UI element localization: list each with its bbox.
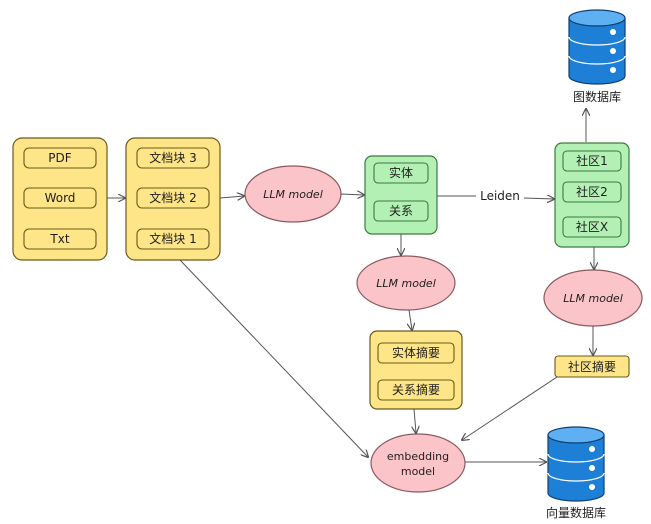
- source-pdf[interactable]: PDF: [23, 147, 97, 169]
- arrow-llm2-to-summaries: [409, 309, 412, 330]
- graph-database-icon[interactable]: [568, 9, 626, 85]
- arrow-summaries-to-embedding: [414, 408, 416, 433]
- vector-database-label: 向量数据库: [546, 505, 606, 520]
- llm-model-2[interactable]: LLM model: [356, 255, 456, 311]
- arrow-chunk1-to-embedding: [179, 259, 368, 457]
- graph-database-label: 图数据库: [573, 89, 621, 104]
- community-x-label: 社区X: [576, 219, 608, 234]
- llm-model-1[interactable]: LLM model: [244, 165, 342, 223]
- source-txt-label: Txt: [49, 232, 69, 246]
- llm-model-1-label: LLM model: [263, 188, 323, 201]
- extract-group: 实体 关系: [364, 155, 438, 235]
- community-1-label: 社区1: [576, 153, 608, 168]
- entity-summary-label: 实体摘要: [392, 345, 440, 360]
- llm-model-3-label: LLM model: [563, 292, 623, 305]
- chunk-2[interactable]: 文档块 2: [136, 187, 210, 209]
- llm-model-3[interactable]: LLM model: [543, 269, 643, 327]
- leiden-label: Leiden: [480, 189, 520, 203]
- entity-box[interactable]: 实体: [373, 162, 429, 184]
- community-summary-label: 社区摘要: [568, 359, 616, 374]
- arrow-chunks-to-llm1: [219, 196, 244, 198]
- connectors: [107, 109, 594, 462]
- vector-database-icon[interactable]: [547, 426, 605, 502]
- arrow-llm1-to-extract: [340, 194, 364, 195]
- chunk-3[interactable]: 文档块 3: [136, 147, 210, 169]
- llm-model-2-label: LLM model: [376, 277, 436, 290]
- community-summary-box[interactable]: 社区摘要: [554, 355, 630, 378]
- chunk-3-label: 文档块 3: [149, 150, 196, 165]
- relation-summary-box[interactable]: 关系摘要: [377, 379, 455, 401]
- community-1[interactable]: 社区1: [562, 150, 622, 172]
- community-x[interactable]: 社区X: [562, 216, 622, 238]
- community-2[interactable]: 社区2: [562, 181, 622, 203]
- entity-summary-box[interactable]: 实体摘要: [377, 342, 455, 364]
- arrow-community-summary-to-embedding: [462, 376, 558, 440]
- communities-group: 社区1 社区2 社区X: [554, 142, 630, 248]
- sources-group: PDF Word Txt: [12, 137, 108, 261]
- source-txt[interactable]: Txt: [23, 228, 97, 250]
- arrow-extract-to-communities-right: [523, 198, 554, 199]
- chunks-group: 文档块 3 文档块 2 文档块 1: [125, 137, 221, 261]
- source-pdf-label: PDF: [48, 151, 71, 165]
- embedding-model[interactable]: embedding model: [370, 433, 466, 493]
- chunk-1[interactable]: 文档块 1: [136, 228, 210, 250]
- summaries-group: 实体摘要 关系摘要: [369, 330, 463, 410]
- chunk-2-label: 文档块 2: [149, 190, 196, 205]
- relation-label: 关系: [389, 204, 413, 218]
- source-word-label: Word: [45, 191, 76, 205]
- embedding-model-label-line1: embedding: [387, 450, 449, 463]
- relation-box[interactable]: 关系: [373, 200, 429, 222]
- relation-summary-label: 关系摘要: [392, 382, 440, 397]
- source-word[interactable]: Word: [23, 187, 97, 209]
- entity-label: 实体: [389, 165, 413, 180]
- community-2-label: 社区2: [576, 184, 608, 199]
- chunk-1-label: 文档块 1: [149, 231, 196, 246]
- embedding-model-label-line2: model: [401, 465, 435, 478]
